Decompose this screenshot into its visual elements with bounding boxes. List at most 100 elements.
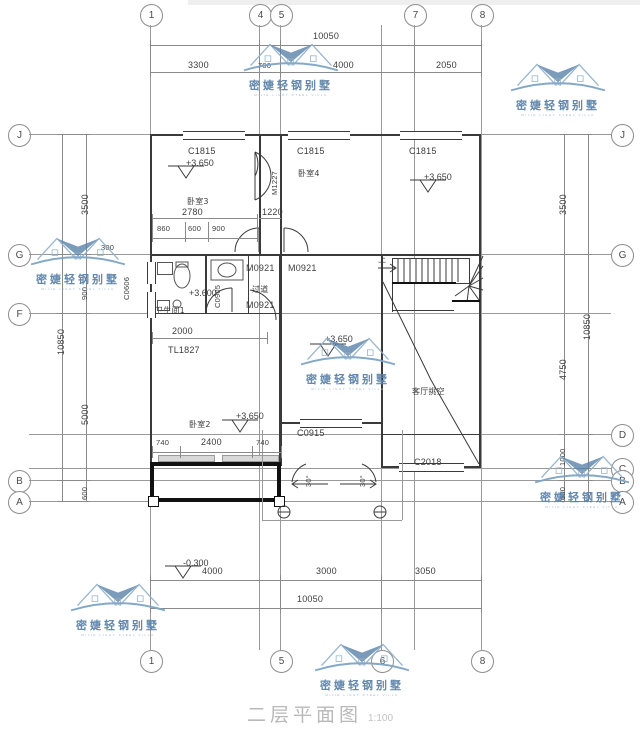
- grid-bubble-bottom-1[interactable]: 1: [140, 650, 163, 673]
- gridline-h-A: [29, 501, 611, 502]
- dim-bottom-4000: 4000: [202, 566, 223, 576]
- window-symbol-C1815-left: [183, 131, 245, 140]
- dim-tick-top-7: [414, 40, 415, 77]
- dim-tick-bottom-8: [481, 575, 482, 613]
- grid-bubble-right-G[interactable]: G: [611, 244, 634, 267]
- dim-tick-left-F: [57, 313, 91, 314]
- grid-bubble-bottom-5[interactable]: 5: [270, 650, 293, 673]
- dim-tick-b3-c: [208, 222, 209, 242]
- gridline-v-4: [259, 25, 260, 650]
- dim-left-overall: 10850: [56, 328, 66, 355]
- dim-tick-right-C: [559, 468, 593, 469]
- dim-tick-right-G: [559, 254, 593, 255]
- dim-bottom-3050: 3050: [415, 566, 436, 576]
- roof-outline-right: [402, 430, 403, 520]
- room-label-living-void: 客厅挑空: [412, 387, 445, 396]
- dim-b3-900: 900: [212, 224, 226, 233]
- bathroom-fixture-basin: [157, 262, 173, 275]
- door-swing-corridor-a: [234, 227, 260, 253]
- dim-line-bathroom: [152, 338, 267, 339]
- grid-bubble-top-8[interactable]: 8: [471, 4, 494, 27]
- stair-stringer-lower: [452, 300, 480, 302]
- door-swing-corridor-c: [249, 289, 277, 321]
- dim-line-left-overall: [62, 134, 63, 501]
- room-label-corridor: 过道: [252, 285, 269, 294]
- grid-bubble-left-G[interactable]: G: [8, 244, 31, 267]
- dim-tick-top-4: [259, 40, 260, 77]
- wall-bathroom-bottom: [150, 313, 279, 314]
- window-symbol-C0606: [147, 262, 156, 284]
- grid-bubble-top-1[interactable]: 1: [140, 4, 163, 27]
- balcony-column-left: [148, 496, 159, 507]
- grid-bubble-right-A[interactable]: A: [611, 491, 634, 514]
- dim-tick-right-D: [559, 434, 593, 435]
- grid-bubble-top-4[interactable]: 4: [249, 4, 272, 27]
- elevation-value-stairs: +3.650: [325, 334, 353, 344]
- dim-tick-bottom-5: [280, 575, 281, 613]
- grid-bubble-top-5[interactable]: 5: [270, 4, 293, 27]
- room-label-bedroom4: 卧室4: [298, 169, 320, 178]
- balcony-wall-bottom: [150, 498, 281, 502]
- elevation-symbol-bedroom4: [410, 179, 446, 193]
- dim-b3-600: 600: [188, 224, 202, 233]
- top-edge-band: [188, 0, 640, 5]
- roof-outline-bottom: [262, 520, 402, 521]
- stair-treads: [397, 258, 459, 282]
- wall-bathroom-divider: [205, 256, 207, 313]
- door-swing-M1227: [254, 151, 272, 201]
- slope-label-right: 30°: [358, 475, 367, 487]
- wall-exterior-right: [479, 134, 481, 468]
- roof-outline-left: [262, 430, 263, 520]
- window-symbol-C1815-mid: [288, 131, 350, 140]
- dim-tick-right-A: [559, 501, 593, 502]
- watermark-text-left: 密婕轻钢别墅: [36, 273, 120, 286]
- grid-bubble-left-B[interactable]: B: [8, 470, 31, 493]
- living-void-diagonal: [382, 281, 480, 465]
- watermark-sub-left: MIJIE LIGHT STEEL VILLA: [41, 287, 115, 291]
- bathroom-fixture-toilet: [173, 261, 191, 289]
- watermark-left-mid: 密婕轻钢别墅 MIJIE LIGHT STEEL VILLA: [18, 232, 138, 291]
- elevation-value-bedroom4: +3.650: [424, 172, 452, 182]
- dim-tick-right-J: [559, 134, 593, 135]
- gridline-v-8: [481, 25, 482, 650]
- dim-left-600: 600: [80, 486, 89, 500]
- grid-bubble-right-D[interactable]: D: [611, 424, 634, 447]
- dim-right-overall: 10850: [582, 313, 592, 340]
- grid-bubble-left-F[interactable]: F: [8, 303, 31, 326]
- balcony-wall-left: [150, 462, 154, 502]
- stair-stringer: [392, 282, 456, 284]
- grid-bubble-right-B[interactable]: B: [611, 470, 634, 493]
- door-tag-M0921-c: M0921: [246, 300, 275, 310]
- door-swing-corridor-b: [283, 227, 309, 253]
- grid-bubble-left-A[interactable]: A: [8, 491, 31, 514]
- grid-bubble-left-J[interactable]: J: [8, 124, 31, 147]
- dim-top-2050: 2050: [436, 60, 457, 70]
- gridline-h-C: [29, 468, 611, 469]
- room-label-bathroom1: 卫生间1: [155, 306, 185, 315]
- elevation-value-balcony: -0.300: [183, 558, 209, 568]
- dim-b3-860: 860: [157, 224, 171, 233]
- watermark-sub-bottom-left: MIJIE LIGHT STEEL VILLA: [81, 633, 155, 637]
- watermark-house-logo-icon: [510, 63, 606, 92]
- dim-tick-b3-d: [257, 214, 258, 242]
- watermark-text-bottom-center: 密婕轻钢别墅: [320, 679, 404, 692]
- dim-tick-bottom-1: [150, 575, 151, 613]
- grid-bubble-bottom-8[interactable]: 8: [471, 650, 494, 673]
- grid-bubble-top-7[interactable]: 7: [404, 4, 427, 27]
- grid-bubble-bottom-6[interactable]: 6: [371, 650, 394, 673]
- watermark-sub-top-right: MIJIE LIGHT STEEL VILLA: [521, 113, 595, 117]
- watermark-top-right: 密婕轻钢别墅 MIJIE LIGHT STEEL VILLA: [498, 58, 618, 117]
- grid-bubble-right-J[interactable]: J: [611, 124, 634, 147]
- window-symbol-C1815-right: [400, 131, 462, 140]
- dim-right-4750: 4750: [558, 359, 568, 380]
- dim-top-700: 700: [258, 61, 272, 70]
- stair-landing-edge: [392, 310, 454, 311]
- dim-line-bottom-chain: [150, 580, 481, 581]
- balcony-wall-right: [277, 462, 281, 502]
- watermark-sub-bottom-center: MIJIE LIGHT STEEL VILLA: [325, 693, 399, 697]
- watermark-bottom-left: 密婕轻钢别墅 MIJIE LIGHT STEEL VILLA: [58, 578, 178, 637]
- slope-label-left: 30°: [304, 475, 313, 487]
- dim-right-3500: 3500: [558, 194, 568, 215]
- dim-top-4000: 4000: [333, 60, 354, 70]
